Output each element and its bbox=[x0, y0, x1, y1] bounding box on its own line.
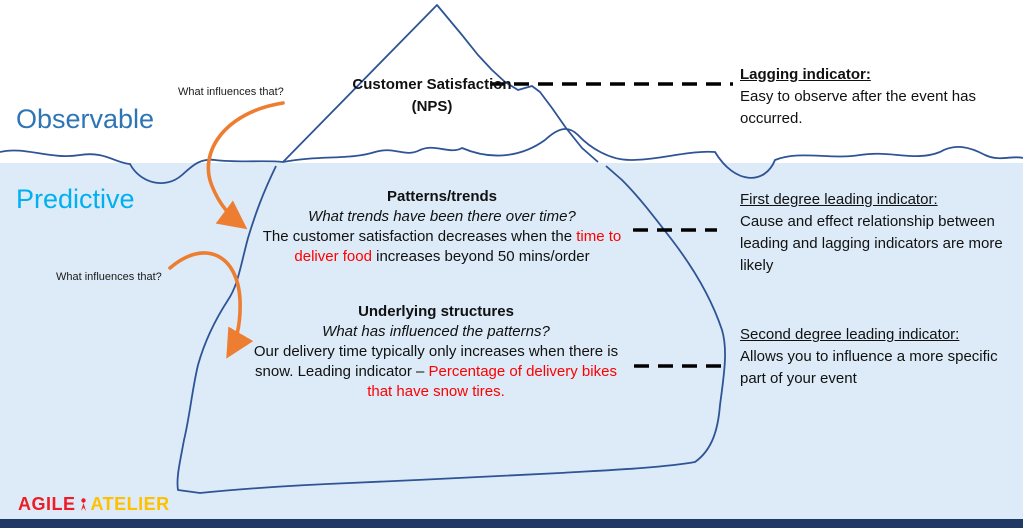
structures-body-text: Our delivery time typically only increas… bbox=[253, 343, 619, 380]
logo-figure-icon bbox=[79, 497, 88, 512]
patterns-body-text-2: increases beyond 50 mins/order bbox=[371, 248, 590, 265]
patterns-body-highlight: time to deliver food bbox=[294, 228, 622, 265]
patterns-block: Patterns/trends What trends have been th… bbox=[252, 187, 632, 267]
logo-text-atelier: ATELIER bbox=[90, 494, 170, 514]
patterns-question: What trends have been there over time? bbox=[308, 208, 576, 225]
zone-label-observable: Observable bbox=[16, 104, 155, 134]
structures-question: What has influenced the patterns? bbox=[322, 323, 550, 340]
arrow-label-top: What influences that? bbox=[178, 86, 284, 98]
annotation-second-degree-heading: Second degree leading indicator: bbox=[740, 326, 960, 343]
arrow-label-left: What influences that? bbox=[56, 271, 162, 283]
structures-body: Our delivery time typically only increas… bbox=[246, 342, 626, 402]
structures-block: Underlying structures What has influence… bbox=[246, 302, 626, 402]
annotation-second-degree-body: Allows you to influence a more specific … bbox=[740, 348, 998, 387]
zone-label-predictive: Predictive bbox=[16, 184, 135, 214]
peak-title: Customer Satisfaction (NPS) bbox=[352, 76, 512, 115]
annotation-lagging-heading: Lagging indicator: bbox=[740, 66, 871, 83]
agile-atelier-logo: AGILE ATELIER bbox=[18, 494, 170, 515]
annotation-first-degree-body: Cause and effect relationship between le… bbox=[740, 213, 1003, 274]
patterns-body-text: The customer satisfaction decreases when… bbox=[262, 228, 577, 245]
annotation-lagging-body: Easy to observe after the event has occu… bbox=[740, 88, 976, 127]
patterns-body: The customer satisfaction decreases when… bbox=[252, 227, 632, 267]
annotation-first-degree-heading: First degree leading indicator: bbox=[740, 191, 938, 208]
annotation-second-degree: Second degree leading indicator: Allows … bbox=[740, 324, 1016, 390]
structures-title: Underlying structures bbox=[358, 303, 514, 320]
logo-text-agile: AGILE bbox=[18, 494, 76, 514]
annotation-lagging: Lagging indicator: Easy to observe after… bbox=[740, 64, 1016, 130]
structures-body-highlight: Percentage of delivery bikes that have s… bbox=[367, 363, 617, 400]
patterns-title: Patterns/trends bbox=[386, 188, 498, 205]
annotation-first-degree: First degree leading indicator: Cause an… bbox=[740, 189, 1016, 277]
bottom-bar bbox=[0, 519, 1023, 528]
